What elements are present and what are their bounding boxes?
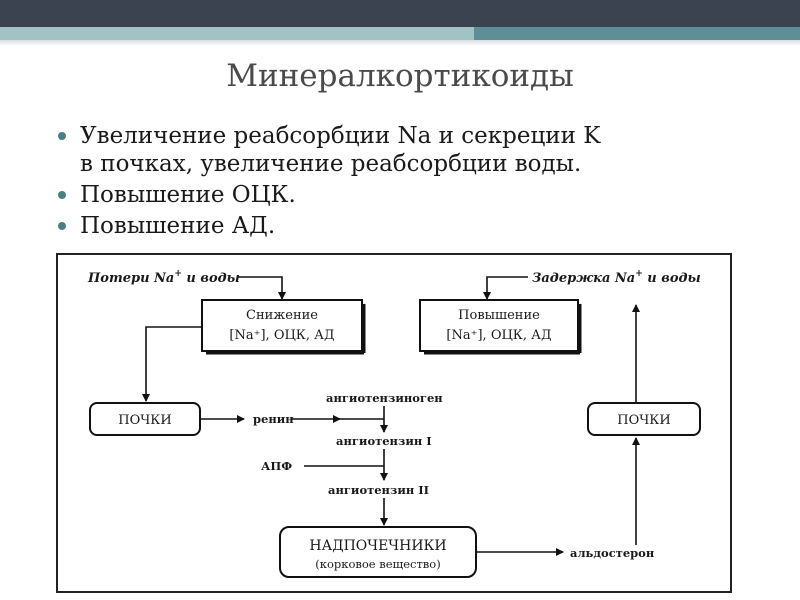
increase-box: Повышение [Na⁺], ОЦК, АД [419, 299, 582, 355]
bullet-text: Увеличение реабсорбции Na и секреции K [80, 123, 601, 149]
kidneys-right-label: ПОЧКИ [617, 413, 670, 428]
angiotensin-1-label: ангиотензин I [336, 434, 432, 448]
bullet-item: Повышение АД. [58, 212, 758, 240]
slide-bar-shadow [0, 40, 800, 46]
apf-label: АПФ [261, 459, 292, 473]
increase-body: [Na⁺], ОЦК, АД [446, 328, 551, 343]
bullet-text: Повышение АД. [80, 213, 276, 239]
arrow-loss-to-decrease [238, 276, 286, 300]
bullet-dot-icon [58, 191, 66, 199]
arrow-retention-to-increase [483, 276, 528, 300]
kidneys-left-label: ПОЧКИ [118, 413, 171, 428]
bullet-list: Увеличение реабсорбции Na и секреции K в… [58, 122, 758, 243]
aldosterone-label: альдостерон [570, 546, 655, 560]
retention-label: Задержка Na+ и воды [532, 269, 701, 286]
kidneys-right-box: ПОЧКИ [587, 402, 701, 436]
bullet-item: Повышение ОЦК. [58, 181, 758, 209]
adrenal-box: НАДПОЧЕЧНИКИ (корковое вещество) [279, 526, 477, 578]
decrease-body: [Na⁺], ОЦК, АД [229, 328, 334, 343]
increase-title: Повышение [458, 308, 540, 323]
loss-label: Потери Na+ и воды [87, 269, 240, 286]
diagram-canvas: Потери Na+ и воды Задержка Na+ и воды Сн… [87, 269, 701, 578]
adrenal-subtitle: (корковое вещество) [315, 557, 440, 571]
adrenal-title: НАДПОЧЕЧНИКИ [309, 538, 446, 554]
kidneys-left-box: ПОЧКИ [89, 402, 201, 436]
angiotensinogen-label: ангиотензиноген [326, 391, 443, 405]
bullet-text: в почках, увеличение реабсорбции воды. [80, 151, 582, 177]
bullet-dot-icon [58, 132, 66, 140]
raas-diagram: Потери Na+ и воды Задержка Na+ и воды Сн… [56, 253, 732, 593]
angiotensin-2-label: ангиотензин II [328, 483, 429, 497]
slide-top-bar [0, 0, 800, 27]
slide-title: Минералкортикоиды [226, 58, 574, 94]
bullet-dot-icon [58, 222, 66, 230]
slide-accent-bar-dark [474, 27, 800, 40]
decrease-box: Снижение [Na⁺], ОЦК, АД [201, 299, 366, 355]
renin-label: ренин [253, 412, 294, 426]
bullet-text: Повышение ОЦК. [80, 182, 296, 208]
decrease-title: Снижение [246, 308, 318, 323]
arrow-decrease-to-kidneys [142, 326, 202, 402]
bullet-item: Увеличение реабсорбции Na и секреции K в… [58, 122, 758, 178]
diagram-arrows [142, 276, 640, 556]
